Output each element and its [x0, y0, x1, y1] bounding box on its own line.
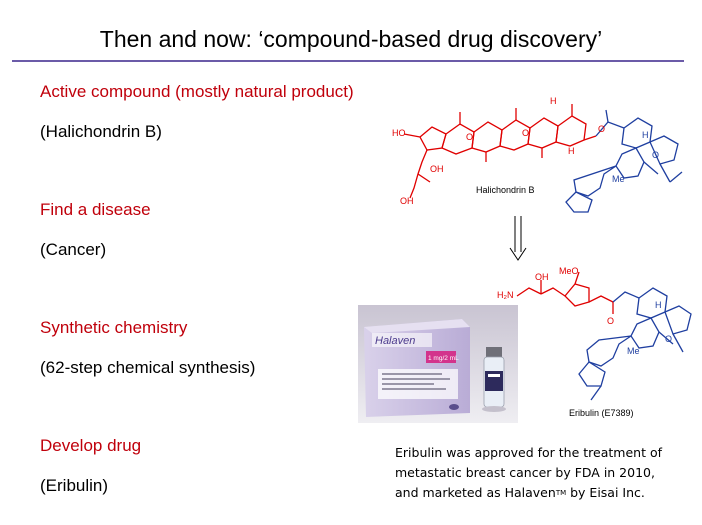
atom-o-2: O — [522, 128, 529, 138]
title-divider — [12, 60, 684, 62]
atom-o-6: O — [665, 334, 672, 344]
slide-title: Then and now: ‘compound-based drug disco… — [99, 26, 603, 52]
atom-oh-2: OH — [400, 196, 414, 206]
product-dose: 1 mg/2 mL — [428, 355, 459, 362]
halaven-product-photo: Halaven 1 mg/2 mL — [358, 305, 518, 423]
trademark-mark: TM — [555, 489, 567, 497]
down-double-arrow-icon — [508, 216, 528, 262]
step-detail-synthesis: (62-step chemical synthesis) — [40, 358, 256, 377]
step-heading-synthetic-chemistry: Synthetic chemistry — [40, 318, 188, 337]
halichondrin-b-structure: HO OH OH O O H H O H O Me Halichondrin B — [390, 92, 695, 217]
atom-o-3: O — [598, 124, 605, 134]
atom-ho: HO — [392, 128, 406, 138]
caption-line-3-end: by Eisai Inc. — [566, 485, 645, 500]
atom-h-1: H — [550, 96, 557, 106]
eribulin-structure: H₂N OH MeO O H Me O Eribulin (E7389) — [495, 262, 700, 420]
atom-meo: MeO — [559, 266, 579, 276]
step-heading-active-compound: Active compound (mostly natural product) — [40, 82, 354, 101]
atom-h-2: H — [568, 146, 575, 156]
atom-oh-3: OH — [535, 272, 549, 282]
caption-line-1: Eribulin was approved for the treatment … — [395, 445, 662, 460]
step-detail-eribulin: (Eribulin) — [40, 476, 109, 495]
atom-me-2: Me — [627, 346, 640, 356]
step-detail-halichondrin: (Halichondrin B) — [40, 122, 162, 141]
atom-o-4: O — [652, 150, 659, 160]
step-detail-cancer: (Cancer) — [40, 240, 107, 259]
product-brand: Halaven — [375, 335, 415, 347]
molecule-label-halichondrin: Halichondrin B — [476, 185, 535, 195]
caption-line-3: and marketed as HalavenTM by Eisai Inc. — [395, 483, 695, 503]
atom-h-3: H — [642, 130, 649, 140]
caption-line-3-start: and marketed as Halaven — [395, 485, 556, 500]
approval-caption: Eribulin was approved for the treatment … — [395, 443, 695, 503]
atom-oh-1: OH — [430, 164, 444, 174]
atom-h-4: H — [655, 300, 662, 310]
step-heading-find-disease: Find a disease — [40, 200, 151, 219]
atom-me: Me — [612, 174, 625, 184]
atom-h2n: H₂N — [497, 290, 514, 300]
step-heading-develop-drug: Develop drug — [40, 436, 142, 455]
molecule-label-eribulin: Eribulin (E7389) — [569, 408, 634, 418]
atom-o-5: O — [607, 316, 614, 326]
caption-line-2: metastatic breast cancer by FDA in 2010, — [395, 465, 655, 480]
atom-o-1: O — [466, 132, 473, 142]
